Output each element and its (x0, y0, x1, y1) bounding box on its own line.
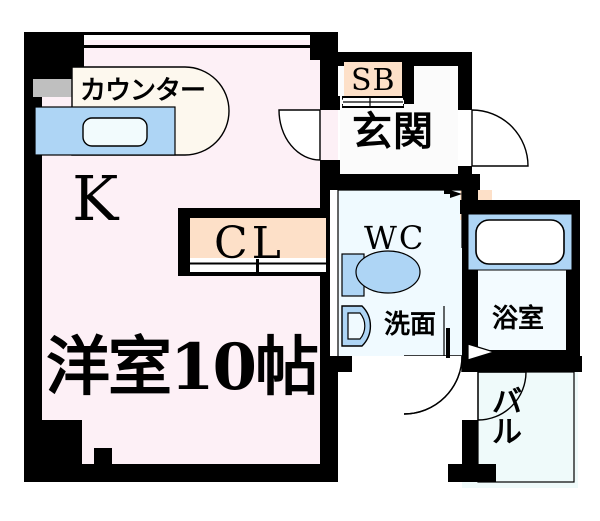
label-bathroom: 浴室 (492, 304, 545, 334)
label-kitchen: K (72, 162, 119, 235)
label-balcony-line2: ル (492, 415, 522, 450)
shoe-box-sb (342, 62, 404, 108)
kitchen-sink-icon (34, 106, 176, 156)
bathtub-icon (467, 213, 573, 271)
label-toilet: WC (364, 219, 426, 257)
label-shoe-box: SB (351, 63, 396, 98)
washbasin-icon (341, 305, 372, 347)
label-counter: カウンター (80, 76, 206, 106)
direction-arrows (450, 190, 497, 361)
closet-cl (178, 208, 330, 276)
label-balcony-line1: バ (492, 385, 522, 420)
label-main-room: 洋室10帖 (46, 330, 319, 405)
range-vent-icon (33, 79, 73, 97)
label-balcony: バ ル (492, 388, 522, 448)
toilet-fixture-icon (341, 250, 421, 297)
balcony-outline (477, 371, 575, 483)
room-outlines (337, 189, 463, 356)
door-swings (278, 109, 529, 421)
label-entrance: 玄関 (352, 109, 434, 155)
label-washroom: 洗面 (384, 310, 437, 340)
label-closet: CL (214, 218, 285, 269)
